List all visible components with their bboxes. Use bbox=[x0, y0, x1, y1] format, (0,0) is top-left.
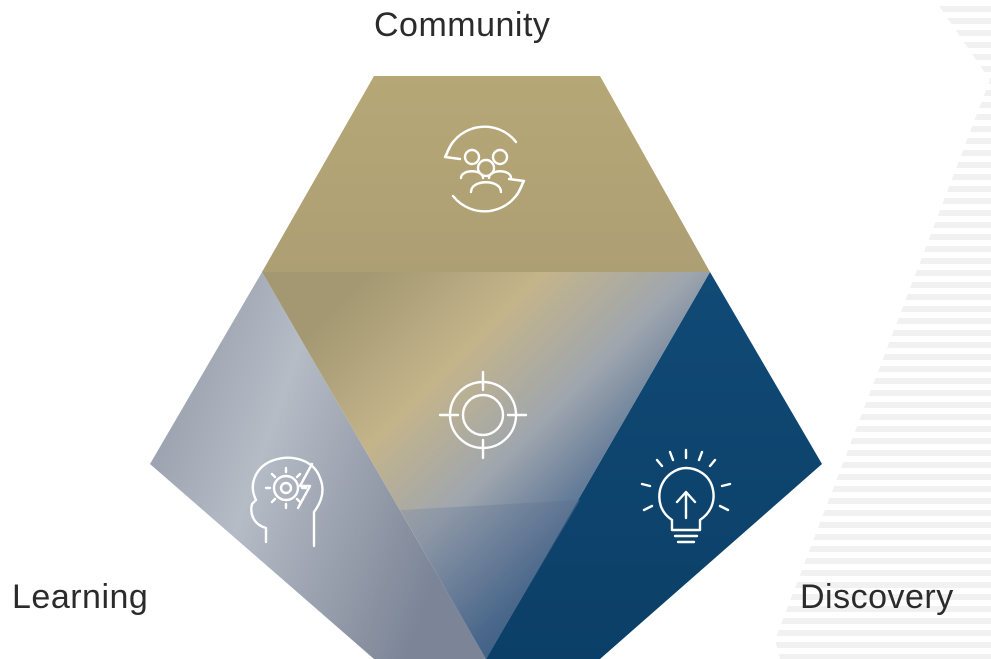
target-crosshair-icon bbox=[438, 370, 528, 460]
lightbulb-idea-icon bbox=[640, 448, 732, 544]
community-cycle-icon bbox=[443, 125, 526, 213]
discovery-label: Discovery bbox=[800, 578, 954, 616]
center-overlap-shade bbox=[400, 500, 580, 659]
community-label: Community bbox=[374, 6, 551, 44]
community-segment bbox=[262, 76, 710, 272]
learning-label: Learning bbox=[12, 578, 149, 616]
discovery-segment bbox=[486, 272, 822, 659]
learning-segment bbox=[150, 272, 486, 659]
background-stripes bbox=[775, 0, 991, 659]
center-overlap-segment bbox=[262, 272, 710, 659]
mind-gear-icon bbox=[250, 456, 324, 548]
